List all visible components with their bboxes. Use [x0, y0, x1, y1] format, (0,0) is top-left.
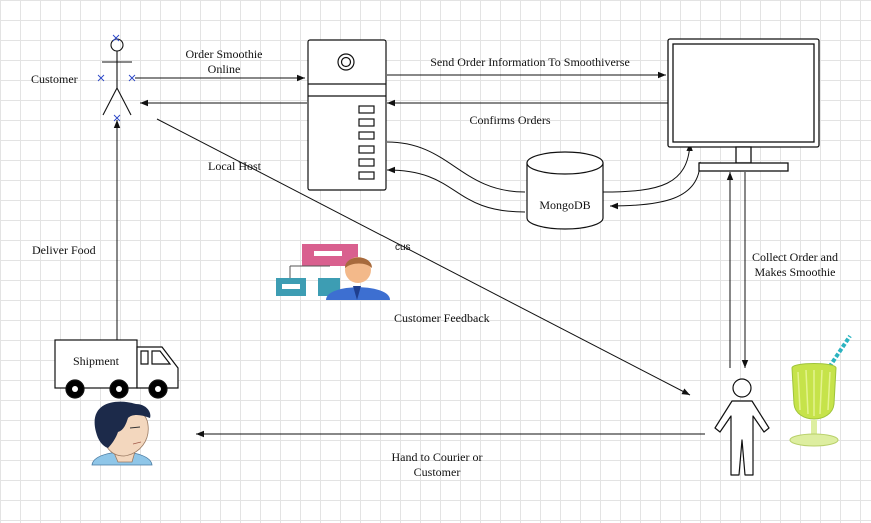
mongodb-label: MongoDB: [539, 198, 591, 212]
hand-to-courier-line2: Customer: [413, 465, 461, 479]
feedback-icon: [276, 244, 390, 300]
curve-db-to-server: [386, 166, 526, 213]
database-icon[interactable]: [526, 151, 604, 230]
curve-server-to-db: [386, 141, 526, 193]
customer-feedback-label: Customer Feedback: [394, 311, 490, 325]
server-icon[interactable]: [307, 39, 387, 191]
collect-order-line2: Makes Smoothie: [754, 265, 836, 279]
truck-icon[interactable]: [54, 339, 179, 399]
order-smoothie-line1: Order Smoothie: [185, 47, 263, 61]
customer-icon[interactable]: [97, 34, 136, 122]
order-smoothie-line2: Online: [207, 62, 241, 76]
connectors: [113, 71, 749, 438]
curve-db-to-monitor: [602, 142, 693, 193]
hand-to-courier-line1: Hand to Courier or: [391, 450, 483, 464]
collect-order-line1: Collect Order and: [752, 250, 838, 264]
deliver-food-label: Deliver Food: [32, 243, 96, 257]
hand-to-courier-label: Hand to Courier or Customer: [377, 450, 497, 480]
arrow-customer-to-worker: [156, 118, 691, 396]
shipment-label: Shipment: [72, 354, 119, 368]
confirms-orders-label: Confirms Orders: [469, 113, 551, 127]
worker-icon[interactable]: [714, 378, 770, 476]
smoothie-icon: [789, 334, 852, 447]
curve-monitor-to-db: [609, 161, 701, 210]
monitor-icon[interactable]: [667, 38, 820, 172]
collect-order-label: Collect Order and Makes Smoothie: [745, 250, 845, 280]
customer-label: Customer: [31, 72, 78, 86]
order-smoothie-label: Order Smoothie Online: [168, 47, 280, 77]
courier-icon: [91, 401, 153, 466]
send-order-info-label: Send Order Information To Smoothiverse: [430, 55, 630, 69]
cus-label: cus: [395, 242, 411, 253]
local-host-label: Local Host: [208, 159, 261, 173]
